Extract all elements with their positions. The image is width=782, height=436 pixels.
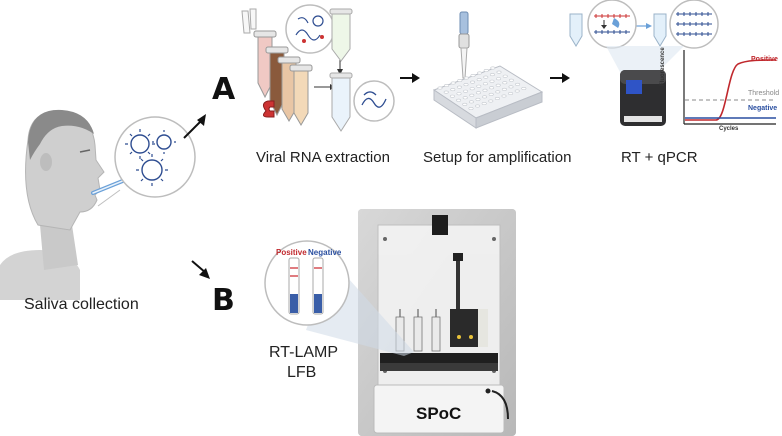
plate-well [456, 98, 462, 102]
plate-well [489, 79, 495, 83]
plate-well [508, 92, 514, 96]
arrow-1 [400, 73, 420, 83]
plate-well [476, 84, 482, 88]
plate-well [475, 104, 481, 108]
plate-well [463, 89, 469, 93]
plate-well [483, 68, 489, 72]
plate-well [521, 87, 527, 91]
plate-well [443, 90, 449, 94]
step-lamp-label-line2: LFB [287, 364, 317, 381]
plate-well [468, 100, 474, 104]
plate-well [470, 80, 476, 84]
step-lamp-label-line1: RT-LAMP [269, 344, 339, 361]
plate-well [490, 66, 496, 70]
plate-well [470, 74, 476, 78]
step-rtqpcr-label: RT + qPCR [621, 149, 698, 166]
rna-extraction-illustration [241, 4, 395, 132]
plate-well [496, 70, 502, 74]
qpcr-threshold-label: Threshold [748, 90, 780, 97]
device-label: SPoC [416, 404, 462, 423]
arrow-to-a [183, 114, 206, 139]
plate-well [456, 85, 462, 89]
plate-well [489, 86, 495, 90]
qpcr-negative-label: Negative [748, 105, 778, 112]
plate-well [463, 76, 469, 80]
lateral-flow-strip-bubble [264, 240, 350, 326]
qpcr-ylabel: Fluorescence [660, 47, 666, 86]
plate-well [477, 71, 483, 75]
plate-well [495, 90, 501, 94]
plate-well [501, 87, 507, 91]
qpcr-positive-curve [685, 59, 777, 121]
panel-b-label: B [212, 283, 235, 318]
plate-well [476, 78, 482, 82]
plate-well [501, 94, 507, 98]
plate-well [468, 107, 474, 111]
plate-well [462, 102, 468, 106]
qpcr-illustration [569, 0, 777, 126]
plate-well [463, 83, 469, 87]
step-saliva-label: Saliva collection [24, 296, 139, 313]
plate-well [508, 78, 514, 82]
plate-well [444, 84, 450, 88]
qpcr-xlabel: Cycles [719, 126, 739, 132]
strip-negative-label: Negative [308, 248, 342, 257]
panel-a-label: A [212, 72, 236, 107]
plate-well [450, 88, 456, 92]
plate-well [450, 81, 456, 85]
plate-well [502, 81, 508, 85]
plate-well [494, 97, 500, 101]
plate-well [495, 83, 501, 87]
plate-well [502, 74, 508, 78]
plate-well [475, 91, 481, 95]
plate-well [482, 95, 488, 99]
plate-well [488, 92, 494, 96]
qpcr-plot [683, 50, 777, 125]
strip-positive-label: Positive [276, 248, 307, 257]
plate-well [449, 94, 455, 98]
plate-well [483, 75, 489, 79]
plate-well [481, 102, 487, 106]
plate-well [514, 89, 520, 93]
virus-bubble [97, 116, 196, 207]
plate-well [462, 96, 468, 100]
plate-well [489, 73, 495, 77]
plate-well [456, 92, 462, 96]
plate-well [508, 85, 514, 89]
arrow-2 [550, 73, 570, 83]
plate-well [482, 88, 488, 92]
plate-well [469, 87, 475, 91]
plate-well [488, 99, 494, 103]
plate-well [515, 82, 521, 86]
qpcr-positive-label: Positive [751, 56, 778, 63]
plate-illustration [432, 11, 544, 129]
plate-well [482, 82, 488, 86]
plate-well [437, 86, 443, 90]
plate-well [496, 77, 502, 81]
plate-well [469, 93, 475, 97]
step-extraction-label: Viral RNA extraction [256, 149, 390, 166]
step-setup-label: Setup for amplification [423, 149, 572, 166]
plate-well [457, 79, 463, 83]
plate-well [475, 97, 481, 101]
arrow-to-b [191, 260, 210, 279]
